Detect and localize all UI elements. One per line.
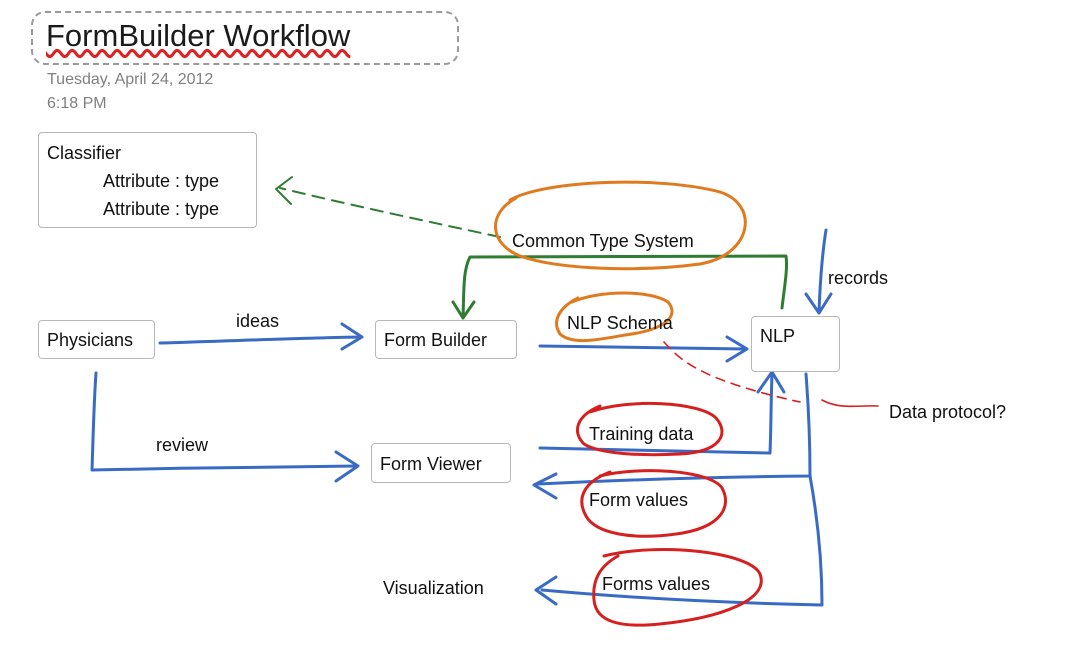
form-builder-to-nlp-arrowhead — [725, 335, 749, 363]
form-viewer-box: Form Viewer — [371, 443, 511, 483]
records-arrow — [817, 228, 828, 314]
review-arrow — [90, 371, 358, 472]
physicians-label: Physicians — [47, 330, 134, 350]
data-protocol-label: Data protocol? — [889, 402, 1007, 422]
form-builder-to-nlp-arrow — [538, 344, 748, 351]
classifier-attribute-2: Attribute : type — [103, 199, 220, 219]
title-frame — [31, 11, 459, 65]
form-builder-box: Form Builder — [375, 320, 517, 359]
nlp-to-form-builder-green-arrowhead — [451, 300, 476, 320]
nlp-schema-circle — [555, 291, 674, 343]
form-viewer-label: Form Viewer — [380, 454, 482, 474]
form-builder-label: Form Builder — [384, 330, 488, 350]
physicians-box: Physicians — [38, 320, 155, 359]
ideas-label: ideas — [236, 311, 280, 331]
records-arrowhead — [804, 292, 833, 315]
forms-values-label: Forms values — [602, 574, 711, 594]
form-values-arrowhead — [532, 472, 558, 500]
physicians-to-form-builder-arrow — [158, 335, 362, 345]
common-type-system-label: Common Type System — [512, 231, 694, 251]
page-time: 6:18 PM — [47, 95, 107, 112]
classifier-attribute-1: Attribute : type — [103, 171, 220, 191]
type-system-to-classifier-arrowhead — [275, 176, 293, 205]
review-arrowhead — [334, 450, 360, 483]
form-values-label: Form values — [589, 490, 689, 510]
forms-values-circle — [592, 548, 763, 627]
nlp-box: NLP — [751, 316, 840, 372]
nlp-to-form-builder-green-arrow — [461, 254, 788, 320]
form-values-circle — [580, 469, 727, 538]
data-protocol-line — [821, 399, 879, 408]
page-title: FormBuilder Workflow — [46, 18, 351, 53]
visualization-arrow — [540, 474, 824, 607]
classifier-title: Classifier — [47, 143, 122, 163]
page-date: Tuesday, April 24, 2012 — [47, 71, 214, 88]
form-values-arrow — [536, 372, 812, 486]
data-protocol-dashed-line — [663, 341, 801, 403]
training-data-arrowhead — [756, 370, 786, 394]
common-type-system-circle — [494, 180, 747, 271]
visualization-arrowhead — [534, 575, 558, 606]
visualization-label: Visualization — [383, 578, 484, 598]
training-data-label: Training data — [589, 424, 694, 444]
review-label: review — [156, 435, 209, 455]
classifier-box: Classifier Attribute : type Attribute : … — [38, 132, 257, 228]
records-label: records — [828, 268, 889, 288]
training-data-circle — [575, 401, 724, 457]
physicians-to-form-builder-arrowhead — [340, 322, 364, 351]
type-system-to-classifier-arrow — [279, 187, 501, 238]
nlp-label: NLP — [760, 326, 796, 346]
nlp-schema-label: NLP Schema — [567, 313, 673, 333]
